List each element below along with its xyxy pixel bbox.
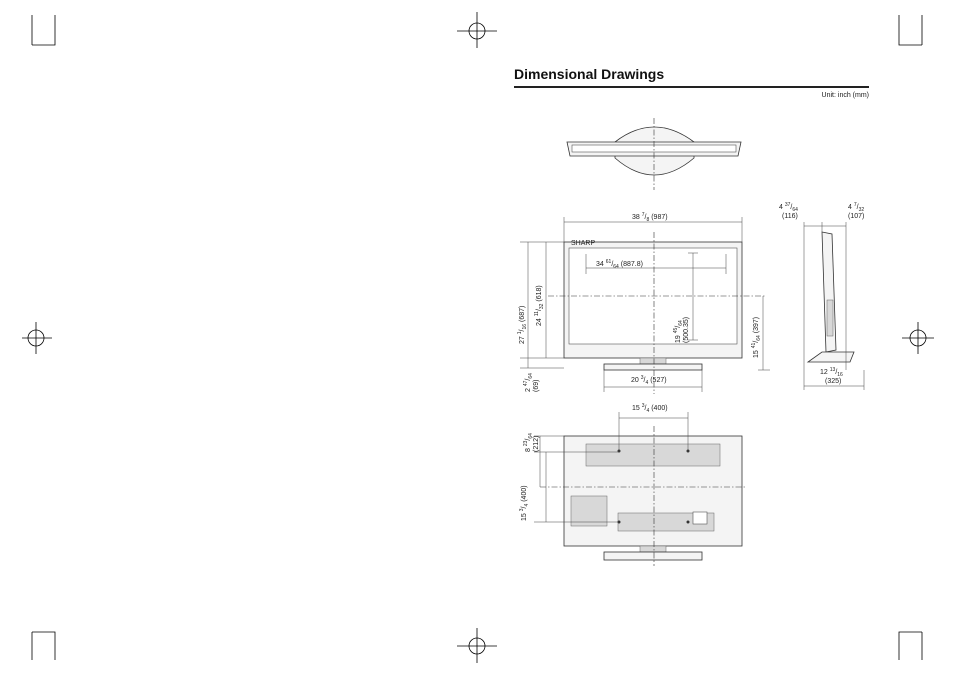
svg-text:(69): (69) — [533, 380, 540, 392]
svg-text:8 23/64: 8 23/64 — [523, 433, 534, 452]
svg-text:4 37/64: 4 37/64 — [779, 202, 798, 213]
dim-depth-total: 4 37/64 (116) — [779, 202, 798, 220]
crop-mark-bottom-left — [31, 631, 56, 660]
crop-mark-bottom-right — [898, 631, 923, 660]
dim-stand-height: 2 47/64 (69) — [523, 373, 540, 392]
crop-marks — [22, 12, 934, 663]
crop-mark-top-right — [898, 15, 923, 46]
svg-text:2 47/64: 2 47/64 — [523, 373, 534, 392]
crop-mark-top-left — [31, 15, 56, 46]
svg-text:(325): (325) — [825, 378, 841, 385]
page-title: Dimensional Drawings — [514, 66, 665, 82]
dim-vesa-width: 15 3/4 (400) — [632, 403, 668, 414]
svg-text:27 1/16 (687): 27 1/16 (687) — [517, 306, 528, 344]
svg-text:19 45/64: 19 45/64 — [673, 320, 684, 343]
title-underline — [514, 86, 869, 88]
svg-text:(107): (107) — [848, 213, 864, 220]
rear-view — [540, 426, 746, 566]
side-view — [803, 222, 865, 390]
svg-text:SHARP: SHARP — [571, 240, 595, 247]
dim-screen-width: 34 61/64 (887.8) — [596, 259, 643, 270]
unit-note: Unit: inch (mm) — [821, 92, 869, 99]
top-view — [566, 118, 742, 190]
dim-stand-to-center: 15 41/64 (397) — [751, 317, 762, 358]
svg-text:15 3/4 (400): 15 3/4 (400) — [519, 485, 530, 521]
dim-body-height: 24 11/32 (618) — [534, 285, 545, 326]
dim-vesa-height: 15 3/4 (400) — [519, 485, 530, 521]
dim-depth-body: 4 7/32 (107) — [848, 202, 864, 220]
registration-mark-left — [22, 322, 52, 354]
svg-text:12 13/16: 12 13/16 — [820, 367, 843, 378]
dim-stand-depth: 12 13/16 (325) — [820, 367, 843, 385]
dim-overall-height: 27 1/16 (687) — [517, 306, 528, 344]
svg-text:15 41/64 (397): 15 41/64 (397) — [751, 317, 762, 358]
svg-text:24 11/32 (618): 24 11/32 (618) — [534, 285, 545, 326]
dim-vesa-top: 8 23/64 (212) — [523, 433, 540, 452]
dim-stand-width: 20 3/4 (527) — [631, 375, 667, 386]
dim-screen-height: 19 45/64 (500.35) — [673, 317, 690, 343]
registration-mark-bottom — [457, 628, 497, 663]
registration-mark-right — [902, 322, 934, 354]
dim-overall-width: 38 7/8 (987) — [632, 212, 668, 223]
registration-mark-top — [457, 12, 497, 48]
svg-text:(212): (212) — [533, 436, 540, 452]
svg-text:(500.35): (500.35) — [683, 317, 690, 343]
svg-text:(116): (116) — [782, 213, 798, 220]
svg-text:4 7/32: 4 7/32 — [848, 202, 864, 213]
front-view: SHARP — [548, 232, 766, 394]
